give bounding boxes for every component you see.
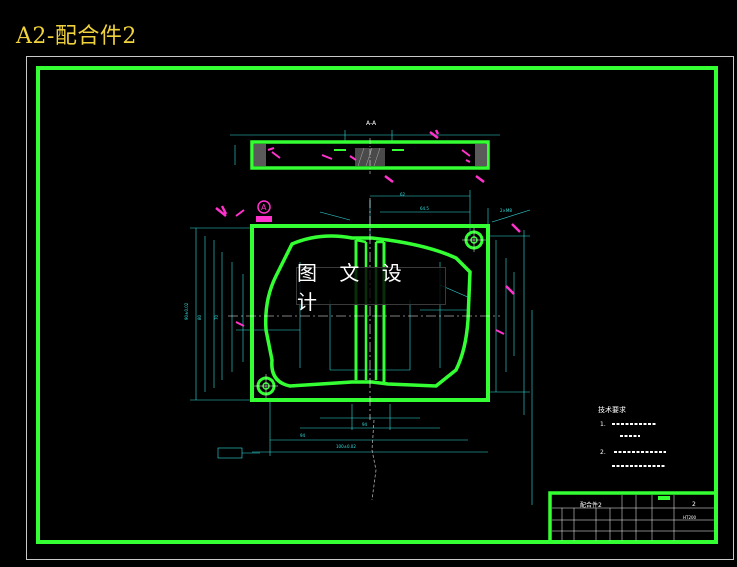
drawing-frame <box>36 66 718 544</box>
svg-text:90±0.02: 90±0.02 <box>184 302 189 320</box>
notes-heading: 技术要求 <box>598 405 626 414</box>
svg-text:94: 94 <box>362 422 368 427</box>
section-label: A-A <box>366 120 377 127</box>
svg-text:2×M8: 2×M8 <box>500 208 512 213</box>
plan-view: 90±0.02 80 70 94 100±0.02 94 62 64.5 2×M… <box>184 190 533 505</box>
svg-text:100±0.02: 100±0.02 <box>336 444 356 449</box>
svg-text:70: 70 <box>214 314 219 320</box>
drawing-sheet-border <box>26 56 734 560</box>
svg-text:94: 94 <box>300 433 306 438</box>
title-block-part-name: 配合件2 <box>580 501 602 509</box>
datum-label: A <box>261 203 267 212</box>
title-block: 配合件2 2 HT200 <box>548 491 718 544</box>
svg-text:62: 62 <box>400 192 406 197</box>
svg-text:80: 80 <box>197 314 202 320</box>
title-block-sheet: 2 <box>692 501 696 508</box>
section-view: A-A <box>230 120 500 183</box>
technical-notes: 技术要求 1. 2. <box>598 405 666 467</box>
page-title: A2-配合件2 <box>16 24 137 49</box>
notes-item-1-number: 1. <box>600 421 606 428</box>
svg-text:64.5: 64.5 <box>420 206 429 211</box>
datum-marker <box>257 200 271 214</box>
watermark: 图 文 设 计 <box>296 261 446 314</box>
title-block-material: HT200 <box>683 515 697 520</box>
watermark-text: 图 文 设 计 <box>297 261 410 314</box>
notes-item-2-number: 2. <box>600 449 606 456</box>
